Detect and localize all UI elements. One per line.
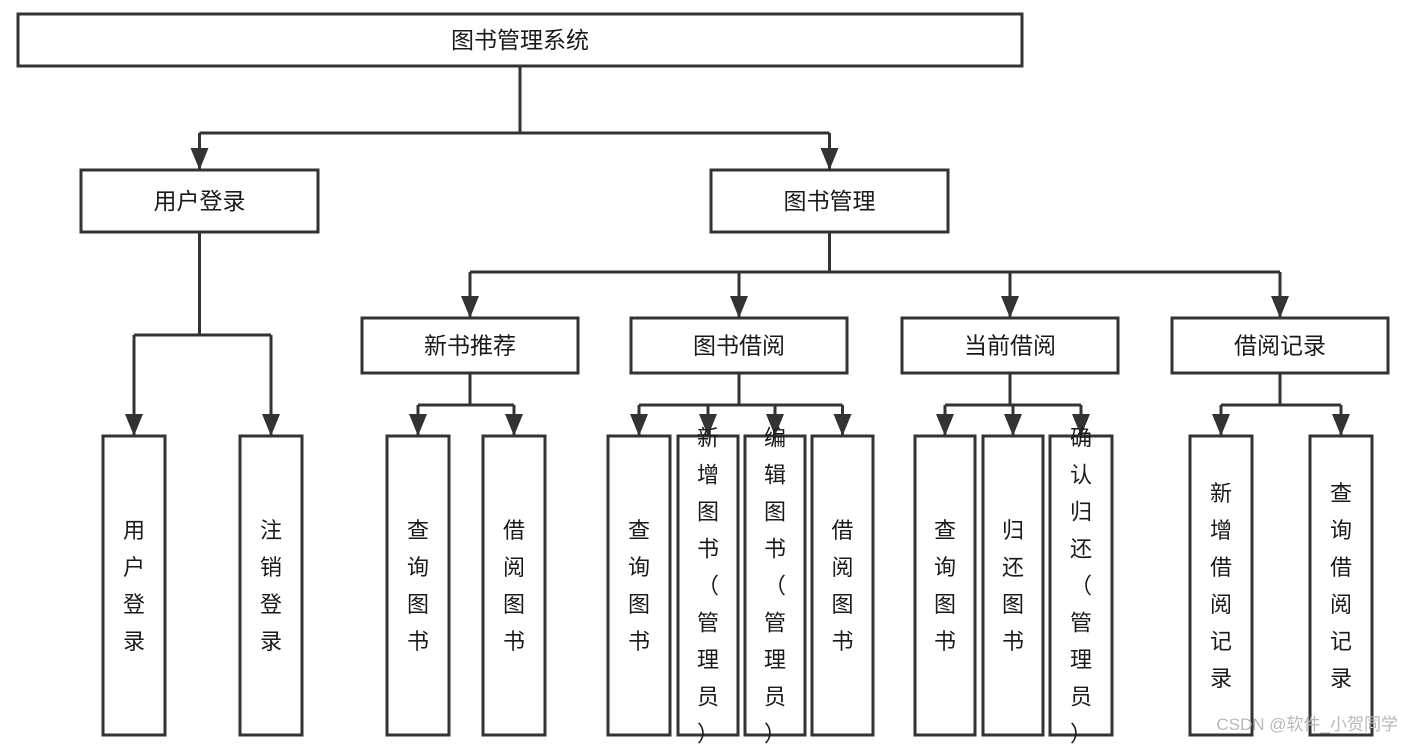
node-leaf-query-book-borrow-box[interactable] — [606, 434, 672, 737]
node-borrow-record[interactable]: 借阅记录 — [1170, 316, 1390, 375]
node-user-login-label: 用户登录 — [154, 188, 246, 214]
arrow-head-icon — [461, 296, 479, 318]
node-leaf-query-book-recommend-label: 查询图书 — [407, 518, 429, 654]
node-leaf-user-login-box[interactable] — [101, 434, 167, 737]
arrow-head-icon — [190, 148, 209, 170]
node-new-book-recommend-box[interactable] — [360, 316, 580, 375]
node-leaf-borrow-book-recommend[interactable]: 借阅图书 — [481, 434, 547, 737]
node-user-login-box[interactable] — [79, 168, 320, 234]
node-book-borrow-label: 图书借阅 — [693, 333, 785, 359]
node-layer: 图书管理系统用户登录图书管理新书推荐图书借阅当前借阅借阅记录用户登录注销登录查询… — [16, 12, 1390, 746]
node-new-book-recommend-label: 新书推荐 — [424, 333, 516, 359]
arrow-head-icon — [630, 414, 648, 436]
node-leaf-edit-book-admin-label: 编辑图书（管理员） — [764, 425, 786, 746]
node-leaf-borrow-book-label: 借阅图书 — [831, 518, 853, 654]
node-leaf-query-book-borrow[interactable]: 查询图书 — [606, 434, 672, 737]
node-leaf-query-book-current[interactable]: 查询图书 — [913, 434, 977, 737]
node-leaf-return-book-box[interactable] — [981, 434, 1045, 737]
node-leaf-query-borrow-record-label: 查询借阅记录 — [1330, 481, 1352, 691]
arrow-head-icon — [820, 148, 839, 170]
node-leaf-logout-login-box[interactable] — [238, 434, 304, 737]
node-leaf-borrow-book-recommend-box[interactable] — [481, 434, 547, 737]
arrow-head-icon — [125, 414, 143, 436]
node-leaf-query-book-recommend-box[interactable] — [385, 434, 451, 737]
node-leaf-confirm-return-admin-box[interactable] — [1048, 434, 1114, 737]
node-current-borrow-box[interactable] — [900, 316, 1120, 375]
node-leaf-borrow-book-box[interactable] — [810, 434, 875, 737]
node-book-management[interactable]: 图书管理 — [709, 168, 950, 234]
node-leaf-query-book-current-box[interactable] — [913, 434, 977, 737]
node-leaf-add-borrow-record[interactable]: 新增借阅记录 — [1188, 434, 1254, 737]
arrow-head-icon — [699, 414, 717, 436]
node-leaf-add-book-admin-box[interactable] — [676, 434, 740, 737]
node-borrow-record-label: 借阅记录 — [1234, 333, 1326, 359]
node-leaf-add-borrow-record-box[interactable] — [1188, 434, 1254, 737]
arrow-head-icon — [409, 414, 427, 436]
node-user-login[interactable]: 用户登录 — [79, 168, 320, 234]
node-leaf-borrow-book-recommend-label: 借阅图书 — [503, 518, 525, 654]
node-leaf-query-book-recommend[interactable]: 查询图书 — [385, 434, 451, 737]
node-book-management-box[interactable] — [709, 168, 950, 234]
node-root-box[interactable] — [16, 12, 1024, 68]
node-leaf-return-book[interactable]: 归还图书 — [981, 434, 1045, 737]
arrow-head-icon — [1072, 414, 1090, 436]
arrow-head-icon — [833, 414, 852, 436]
arrow-head-icon — [766, 414, 784, 436]
arrow-head-icon — [936, 414, 954, 436]
node-borrow-record-box[interactable] — [1170, 316, 1390, 375]
node-current-borrow-label: 当前借阅 — [964, 333, 1056, 359]
node-leaf-confirm-return-admin[interactable]: 确认归还（管理员） — [1048, 425, 1114, 746]
node-leaf-edit-book-admin[interactable]: 编辑图书（管理员） — [743, 425, 807, 746]
node-leaf-logout-login-label: 注销登录 — [260, 518, 282, 654]
arrow-head-icon — [505, 414, 523, 436]
node-leaf-confirm-return-admin-label: 确认归还（管理员） — [1070, 425, 1092, 746]
arrow-head-icon — [262, 414, 280, 436]
node-root[interactable]: 图书管理系统 — [16, 12, 1024, 68]
arrow-head-icon — [1332, 414, 1350, 436]
node-leaf-query-borrow-record[interactable]: 查询借阅记录 — [1308, 434, 1374, 737]
node-root-label: 图书管理系统 — [451, 27, 589, 53]
connector-layer — [125, 66, 1350, 436]
node-book-management-label: 图书管理 — [784, 188, 876, 214]
node-leaf-borrow-book[interactable]: 借阅图书 — [810, 434, 875, 737]
node-leaf-query-book-current-label: 查询图书 — [934, 518, 956, 654]
node-leaf-user-login[interactable]: 用户登录 — [101, 434, 167, 737]
node-new-book-recommend[interactable]: 新书推荐 — [360, 316, 580, 375]
node-book-borrow[interactable]: 图书借阅 — [629, 316, 849, 375]
node-leaf-user-login-label: 用户登录 — [123, 518, 145, 654]
node-book-borrow-box[interactable] — [629, 316, 849, 375]
arrow-head-icon — [730, 296, 748, 318]
node-leaf-edit-book-admin-box[interactable] — [743, 434, 807, 737]
node-current-borrow[interactable]: 当前借阅 — [900, 316, 1120, 375]
node-leaf-add-borrow-record-label: 新增借阅记录 — [1210, 481, 1232, 691]
node-leaf-logout-login[interactable]: 注销登录 — [238, 434, 304, 737]
node-leaf-add-book-admin[interactable]: 新增图书（管理员） — [676, 425, 740, 746]
node-leaf-add-book-admin-label: 新增图书（管理员） — [697, 425, 719, 746]
arrow-head-icon — [1271, 296, 1289, 318]
arrow-head-icon — [1004, 414, 1022, 436]
node-leaf-query-borrow-record-box[interactable] — [1308, 434, 1374, 737]
csdn-watermark: CSDN @软件_小贺同学 — [1216, 715, 1398, 734]
arrow-head-icon — [1212, 414, 1230, 436]
node-leaf-query-book-borrow-label: 查询图书 — [628, 518, 650, 654]
arrow-head-icon — [1001, 296, 1019, 318]
node-leaf-return-book-label: 归还图书 — [1002, 518, 1024, 654]
